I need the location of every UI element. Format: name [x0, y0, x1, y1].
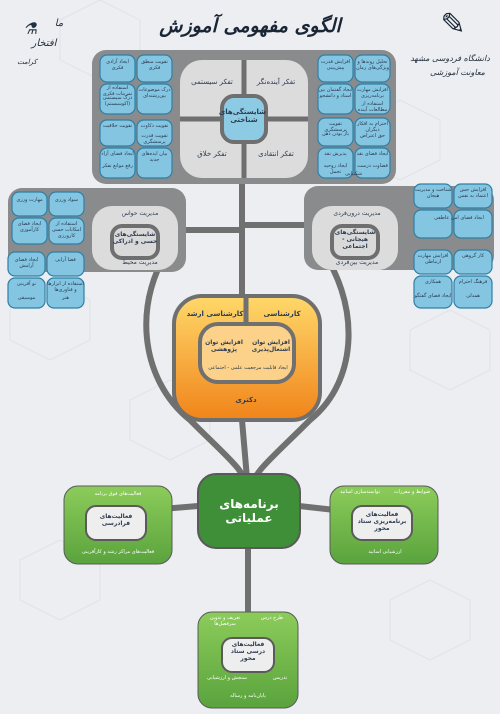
- right-b-5: همدلی: [466, 293, 480, 299]
- br-item-2: ایجاد فضای نقد: [356, 151, 389, 157]
- top-hub-label: شایستگی‌های شناختی: [218, 108, 266, 125]
- left-t-4: کارورزی: [57, 233, 76, 239]
- bl-item-4: تقویت قدرت پرسشگری: [141, 133, 168, 145]
- right-b-1: کار گروهی: [461, 253, 485, 259]
- logo-right-icon: ✎: [440, 7, 466, 42]
- left-b-1: فضا آرایی: [55, 257, 76, 263]
- segment-future: تفکر آینده‌نگر: [256, 78, 296, 86]
- left-segment-top: مدیریت حواس: [121, 210, 159, 217]
- practical-right-item-2: ارزشیابی اساتید: [368, 549, 402, 555]
- left-b-4: موسیقی: [17, 295, 36, 301]
- center-text-right: افزایش توان اشتغال‌پذیری: [251, 339, 291, 353]
- logo-right-line2: معاونت آموزشی: [430, 68, 485, 77]
- segment-bachelor: کارشناسی: [263, 310, 301, 318]
- center-text-bottom: ایجاد قابلیت مرجعیت علمی - اجتماعی: [208, 365, 288, 371]
- br-item-8: شکیبایی: [344, 171, 363, 177]
- left-hub: [110, 224, 160, 260]
- practical-bottom-item-1: تعریف و تدوین سرفصل‌ها: [209, 615, 241, 627]
- tl-item-3: درک سیستمی (اکوسیستم): [102, 95, 133, 107]
- br-item-6: ایجاد روحیه تحمل: [323, 163, 348, 175]
- br-item-3: پذیرش نقد: [324, 151, 347, 157]
- right-t-0: افزایش حس اعتماد به نفس: [457, 187, 489, 199]
- top-hub: [220, 94, 268, 144]
- br-item-0: احترام به افکار دیگران: [357, 121, 388, 133]
- practical-bottom-item-4: پایان‌نامه و رساله: [230, 693, 266, 699]
- practical-bottom-item-0: طرح درس: [260, 615, 284, 621]
- center-inner: [198, 322, 296, 384]
- right-hub: [330, 224, 380, 260]
- left-t-3: استفاده از امکانات حسی: [51, 221, 82, 233]
- bl-item-1: تقویت ذکاوت: [140, 123, 169, 129]
- left-b-2: نو آفرینی: [16, 281, 37, 287]
- practical-right-item-0: ضوابط و مقررات: [393, 489, 431, 495]
- top-blue-cells: [99, 54, 391, 179]
- segment-doctorate: دکتری: [235, 396, 257, 404]
- tr-item-2: ایجاد گفتمان بین استاد و دانشجو: [318, 87, 353, 99]
- logo-right-line1: دانشگاه فردوسی مشهد: [410, 54, 490, 63]
- segment-systemic: تفکر سیستمی: [191, 78, 233, 86]
- bl-item-3: بیان ایده‌های جدید: [141, 151, 168, 163]
- br-item-4: باز بودن ذهن: [321, 131, 350, 137]
- logo-left: ⚗: [6, 10, 54, 49]
- right-segment-top: مدیریت درون‌فردی: [333, 210, 381, 217]
- practical-right-item-1: توانمندسازی اساتید: [339, 489, 381, 495]
- left-b-5: هنر: [62, 295, 69, 301]
- tr-item-3: افزایش مهارت برنامه‌ریزی: [357, 87, 388, 99]
- tl-item-2: درک موضوعات بین‌رشته‌ای: [138, 87, 171, 99]
- logo-left-line1: افتخار: [31, 38, 57, 49]
- tr-item-0: افزایش قدرت پیش‌بینی: [320, 59, 351, 71]
- page-title: الگوی مفهومی آموزش: [159, 15, 341, 37]
- right-t-1: شناخت و مدیریت هیجان: [414, 187, 452, 199]
- right-b-0: افزایش مهارت ارتباطی: [417, 253, 449, 265]
- right-b-3: فرهنگ احترام: [458, 279, 488, 285]
- bl-item-0: تقویت خلاقیت: [102, 123, 133, 129]
- bl-item-5: رفع موانع تفکر: [102, 163, 133, 169]
- tl-item-4: استفاده از تمرینات فکری: [102, 85, 133, 97]
- logo-left-line2: ما: [54, 18, 64, 29]
- tr-item-1: تحلیل روندها و ویژگی‌های زمان: [355, 59, 390, 71]
- practical-hub-label: برنامه‌های عملیاتی: [219, 497, 279, 525]
- right-b-4: ایجاد فضای گفتگو: [414, 293, 452, 299]
- practical-bottom-item-3: سنجش و ارزشیابی: [207, 675, 247, 681]
- tr-item-4: استفاده از مطالعات آینده: [357, 101, 388, 113]
- left-b-0: ایجاد فضای آرامش: [14, 257, 39, 269]
- right-hub-label: شایستگی‌های هیجانی - اجتماعی: [334, 229, 376, 250]
- bl-item-2: ایجاد فضای آزاد: [101, 151, 134, 157]
- right-segment-bottom: مدیریت بین‌فردی: [335, 259, 379, 266]
- green-hub: [197, 473, 301, 549]
- practical-bottom-item-2: تدریس: [272, 675, 288, 681]
- right-t-2: ایجاد فضای امن عاطفی: [434, 215, 484, 221]
- segment-creative: تفکر خلاق: [197, 150, 227, 158]
- left-b-3: استفاده از ابزارها و فناوری‌ها: [47, 281, 84, 293]
- br-item-7: قضاوت درست: [357, 163, 388, 169]
- right-b-2: همکاری: [424, 279, 442, 285]
- br-item-5: حق اعتراض: [360, 133, 385, 139]
- practical-left-bottom: فعالیت‌های مراکز رشد و کارآفرینی: [81, 549, 155, 555]
- practical-left-card: فعالیت‌های فرادرسی: [99, 513, 133, 527]
- left-t-2: ایجاد فضای کارآموزی: [17, 221, 42, 233]
- left-segment-bottom: مدیریت محیط: [122, 259, 158, 266]
- segment-critical: تفکر انتقادی: [258, 150, 294, 158]
- practical-bottom-card: فعالیت‌های درسی ستاد محور: [230, 641, 266, 662]
- left-t-1: سواد ورزی: [54, 197, 79, 203]
- practical-left-top: فعالیت‌های فوق برنامه: [94, 491, 142, 497]
- logo-left-tag: کرامت: [17, 58, 37, 66]
- br-item-1: تقویت پرسشگری: [324, 121, 347, 133]
- practical-right-card: فعالیت‌های برنامه‌ریزی ستاد محور: [357, 511, 407, 532]
- left-t-0: مهارت ورزی: [16, 197, 43, 203]
- tl-item-1: ایجاد آزادی فکری: [106, 59, 129, 71]
- left-hub-label: شایستگی‌های حسی و ادراکی: [112, 231, 158, 245]
- tl-item-0: تقویت منطق فکری: [141, 59, 168, 71]
- center-text-left: افزایش توان پژوهشی: [205, 339, 243, 353]
- segment-masters: کارشناسی ارشد: [186, 310, 244, 318]
- logo-left-icon: ⚗: [22, 19, 38, 39]
